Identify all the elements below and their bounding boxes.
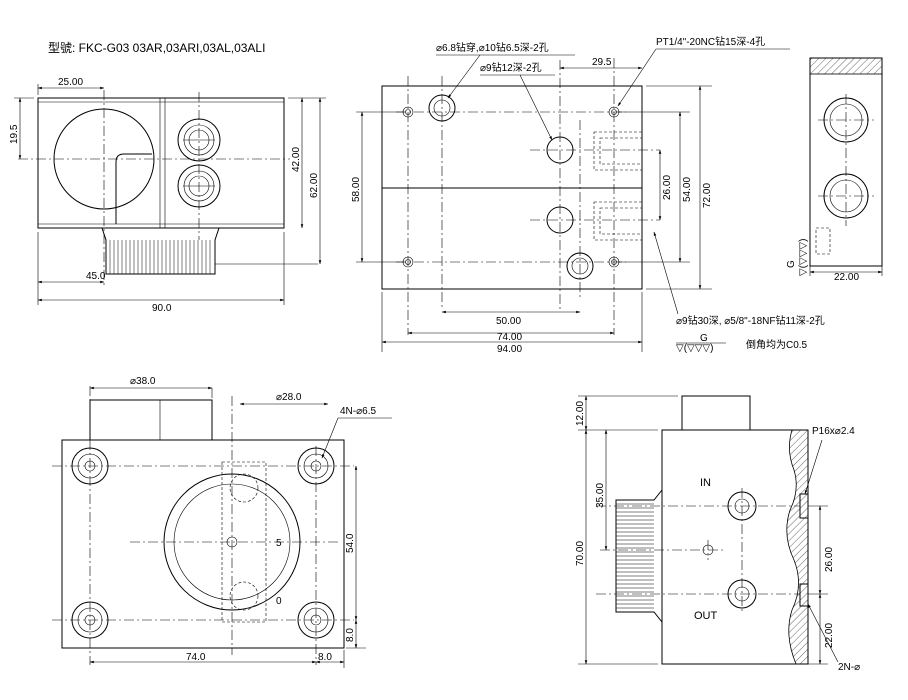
br-dim-26: 26.00: [824, 547, 835, 572]
front-view-body: [37, 97, 285, 229]
bl-dim-8v: 8.0: [345, 628, 356, 642]
top-dim-26: 26.00: [662, 175, 673, 200]
front-dim-45: 45.0: [86, 271, 106, 282]
br-dim-12: 12.00: [575, 401, 586, 426]
top-finish-letter: G: [700, 333, 708, 344]
top-dim-58: 58.00: [351, 177, 362, 202]
knurl-lines: [109, 240, 211, 274]
br-note-p16: P16x⌀2.4: [812, 426, 855, 437]
top-note-holes-2: ⌀9钻12深-2孔: [480, 61, 542, 74]
top-view: ⌀6.8钻穿,⌀10钻6.5深-2孔 ⌀9钻12深-2孔 PT1/4"-20NC…: [351, 35, 825, 355]
front-dim-90: 90.0: [152, 303, 172, 314]
br-section-hatch: [786, 429, 809, 665]
model-label: 型號: FKC-G03 03AR,03ARI,03AL,03ALI: [48, 41, 265, 55]
side-finish-letter: G: [786, 260, 797, 268]
top-dim-72: 72.00: [702, 183, 713, 208]
br-note-2n: 2N-⌀: [838, 662, 860, 673]
bl-dim-38: ⌀38.0: [130, 376, 156, 387]
side-finish-symbol: ▽(▽▽▽): [798, 239, 809, 276]
knurled-knob: [101, 227, 220, 275]
bl-note-4n: 4N-⌀6.5: [340, 406, 376, 417]
top-dim-29-5: 29.5: [592, 57, 612, 68]
top-dim-74: 74.00: [497, 332, 522, 343]
front-dim-42: 42.00: [291, 147, 302, 172]
top-dim-94: 94.00: [497, 344, 522, 355]
bottom-right-view: IN OUT 12.00 35.00 70.00 P16x⌀2.4 26.00 …: [575, 395, 860, 673]
top-dim-50: 50.00: [496, 316, 521, 327]
br-knurled-knob: [615, 488, 663, 624]
br-dim-22: 22.00: [824, 623, 835, 648]
side-dim-22: 22.00: [834, 272, 859, 283]
bl-mark-0: 0: [276, 596, 282, 607]
top-finish-symbol: ▽(▽▽▽): [676, 343, 713, 354]
br-dim-35: 35.00: [595, 483, 606, 508]
top-note-chamfer: 倒角均为C0.5: [746, 339, 808, 351]
bl-dim-8h: 8.0: [318, 652, 332, 663]
br-label-out: OUT: [694, 610, 718, 622]
bottom-left-body: [61, 439, 345, 649]
bl-dim-28: ⌀28.0: [276, 392, 302, 403]
bl-dim-54: 54.0: [345, 533, 356, 553]
top-boss: [89, 399, 213, 441]
top-dim-54: 54.00: [682, 177, 693, 202]
br-label-in: IN: [700, 477, 711, 489]
br-body: [661, 429, 809, 665]
front-dim-62: 62.00: [309, 173, 320, 198]
top-note-pt: PT1/4"-20NC钻15深-4孔: [656, 35, 765, 48]
front-view: 25.00 19.5 42.00 62.00 45.0 90.0: [9, 77, 326, 314]
br-dim-70: 70.00: [575, 541, 586, 566]
bl-mark-5: 5: [276, 538, 282, 549]
front-dim-19-5: 19.5: [9, 124, 20, 144]
front-dim-25: 25.00: [58, 77, 83, 88]
side-view: 22.00 G ▽(▽▽▽): [786, 57, 883, 283]
bottom-left-view: ⌀38.0 ⌀28.0 4N-⌀6.5 5 0 54.0 8.0 74.0 8.…: [52, 376, 392, 668]
top-note-bottom: ⌀9钻30深, ⌀5/8"-18NF钻11深-2孔: [676, 314, 825, 327]
br-knurl-lines: [616, 503, 654, 609]
bl-dim-74: 74.0: [186, 652, 206, 663]
top-note-holes-1: ⌀6.8钻穿,⌀10钻6.5深-2孔: [436, 41, 549, 54]
br-top-boss: [681, 395, 751, 431]
